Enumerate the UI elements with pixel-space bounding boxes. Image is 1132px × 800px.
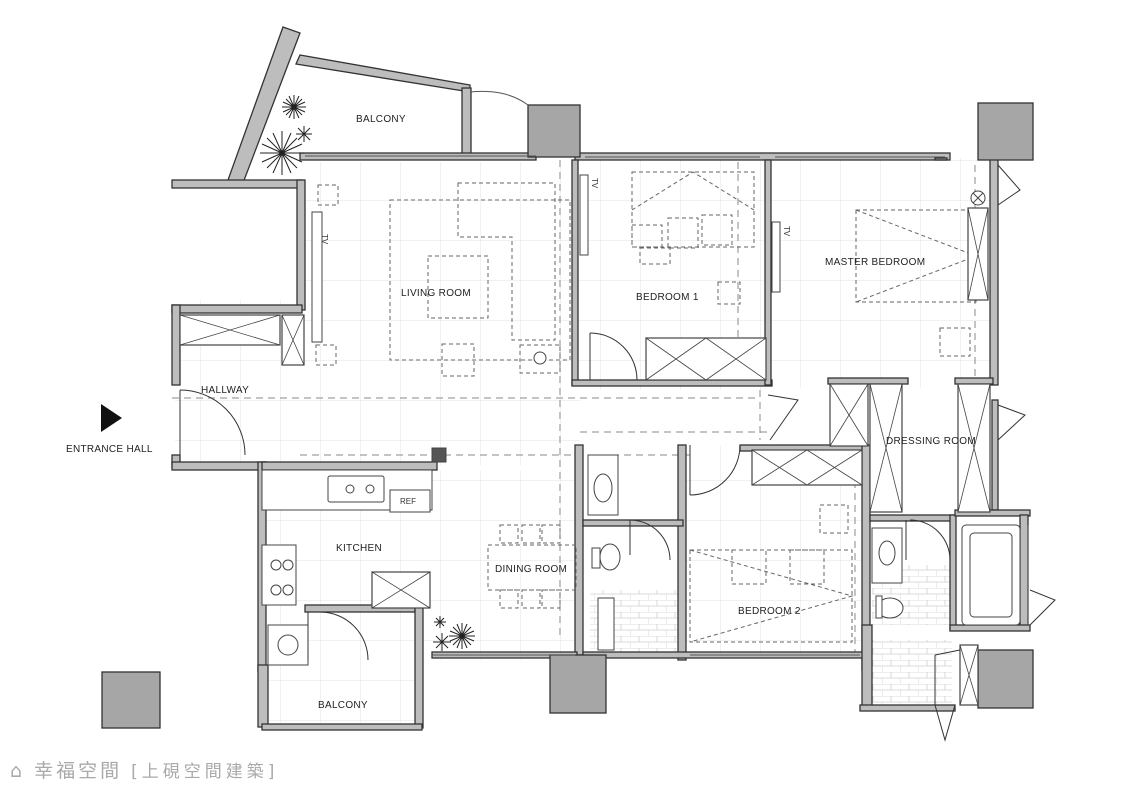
label-dressing-room: DRESSING ROOM bbox=[886, 436, 976, 447]
label-balcony-bottom: BALCONY bbox=[318, 700, 368, 711]
label-bedroom1: BEDROOM 1 bbox=[636, 292, 699, 303]
tv-label-living: TV bbox=[320, 234, 329, 245]
bath-fixtures bbox=[533, 190, 1021, 651]
tv-label-master: TV bbox=[782, 226, 791, 237]
dashed-lines bbox=[172, 160, 976, 655]
label-hallway: HALLWAY bbox=[201, 385, 249, 396]
label-ref: REF bbox=[400, 497, 416, 506]
entrance-arrow-icon bbox=[101, 404, 122, 432]
watermark-brand: 幸福空間 bbox=[34, 760, 123, 782]
kitchen-fixtures bbox=[261, 447, 447, 666]
label-master-bedroom: MASTER BEDROOM bbox=[825, 257, 925, 268]
label-entrance-hall: ENTRANCE HALL bbox=[66, 444, 153, 455]
label-balcony-top: BALCONY bbox=[356, 114, 406, 125]
tv-label-bedroom1: TV bbox=[590, 178, 599, 189]
tv-units bbox=[311, 174, 781, 343]
label-bedroom2: BEDROOM 2 bbox=[738, 606, 801, 617]
label-living-room: LIVING ROOM bbox=[401, 288, 471, 299]
plant-icons bbox=[260, 95, 475, 651]
label-kitchen: KITCHEN bbox=[336, 543, 382, 554]
label-dining-room: DINING ROOM bbox=[495, 564, 567, 575]
watermark: ⌂ 幸福空間 [上硯空間建築] bbox=[10, 756, 278, 783]
watermark-home-icon: ⌂ bbox=[10, 760, 26, 782]
doors bbox=[179, 164, 1056, 742]
windows bbox=[305, 90, 1029, 656]
watermark-studio: [上硯空間建築] bbox=[131, 762, 279, 782]
cabinets bbox=[179, 207, 991, 706]
